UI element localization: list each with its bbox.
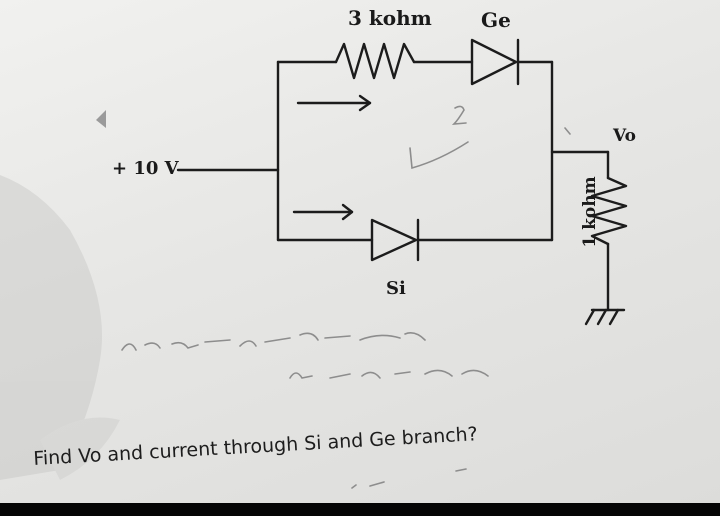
paper-stains <box>0 175 120 480</box>
pencil-scribble-3 <box>289 369 489 379</box>
diode-si-label: Si <box>386 278 406 299</box>
ground-hatch-1 <box>584 308 596 326</box>
resistor-1kohm-symbol <box>590 176 628 246</box>
output-voltage-label: Vo <box>613 126 636 146</box>
ground-hatch-2 <box>596 308 608 326</box>
pencil-underline-mark <box>351 468 467 489</box>
diode-ge-symbol <box>470 38 518 86</box>
pencil-tick <box>564 127 571 135</box>
arrow-top-head <box>358 94 372 112</box>
bottom-edge-strip <box>0 503 720 516</box>
diode-ge-label: Ge <box>481 8 511 32</box>
resistor-1kohm-label: 1 kohm <box>580 176 600 248</box>
paper-mark <box>96 110 106 128</box>
pencil-check-mark <box>409 141 469 170</box>
pencil-scribble-1 <box>121 339 257 351</box>
resistor-3kohm-label: 3 kohm <box>348 6 432 30</box>
pencil-mark-2 <box>451 105 467 125</box>
pencil-scribble-2 <box>264 332 426 343</box>
diode-si-symbol <box>370 218 418 262</box>
resistor-3kohm-symbol <box>334 42 416 80</box>
source-voltage-label: + 10 V <box>112 158 179 179</box>
ground-hatch-3 <box>608 308 620 326</box>
arrow-bottom-head <box>341 203 354 221</box>
